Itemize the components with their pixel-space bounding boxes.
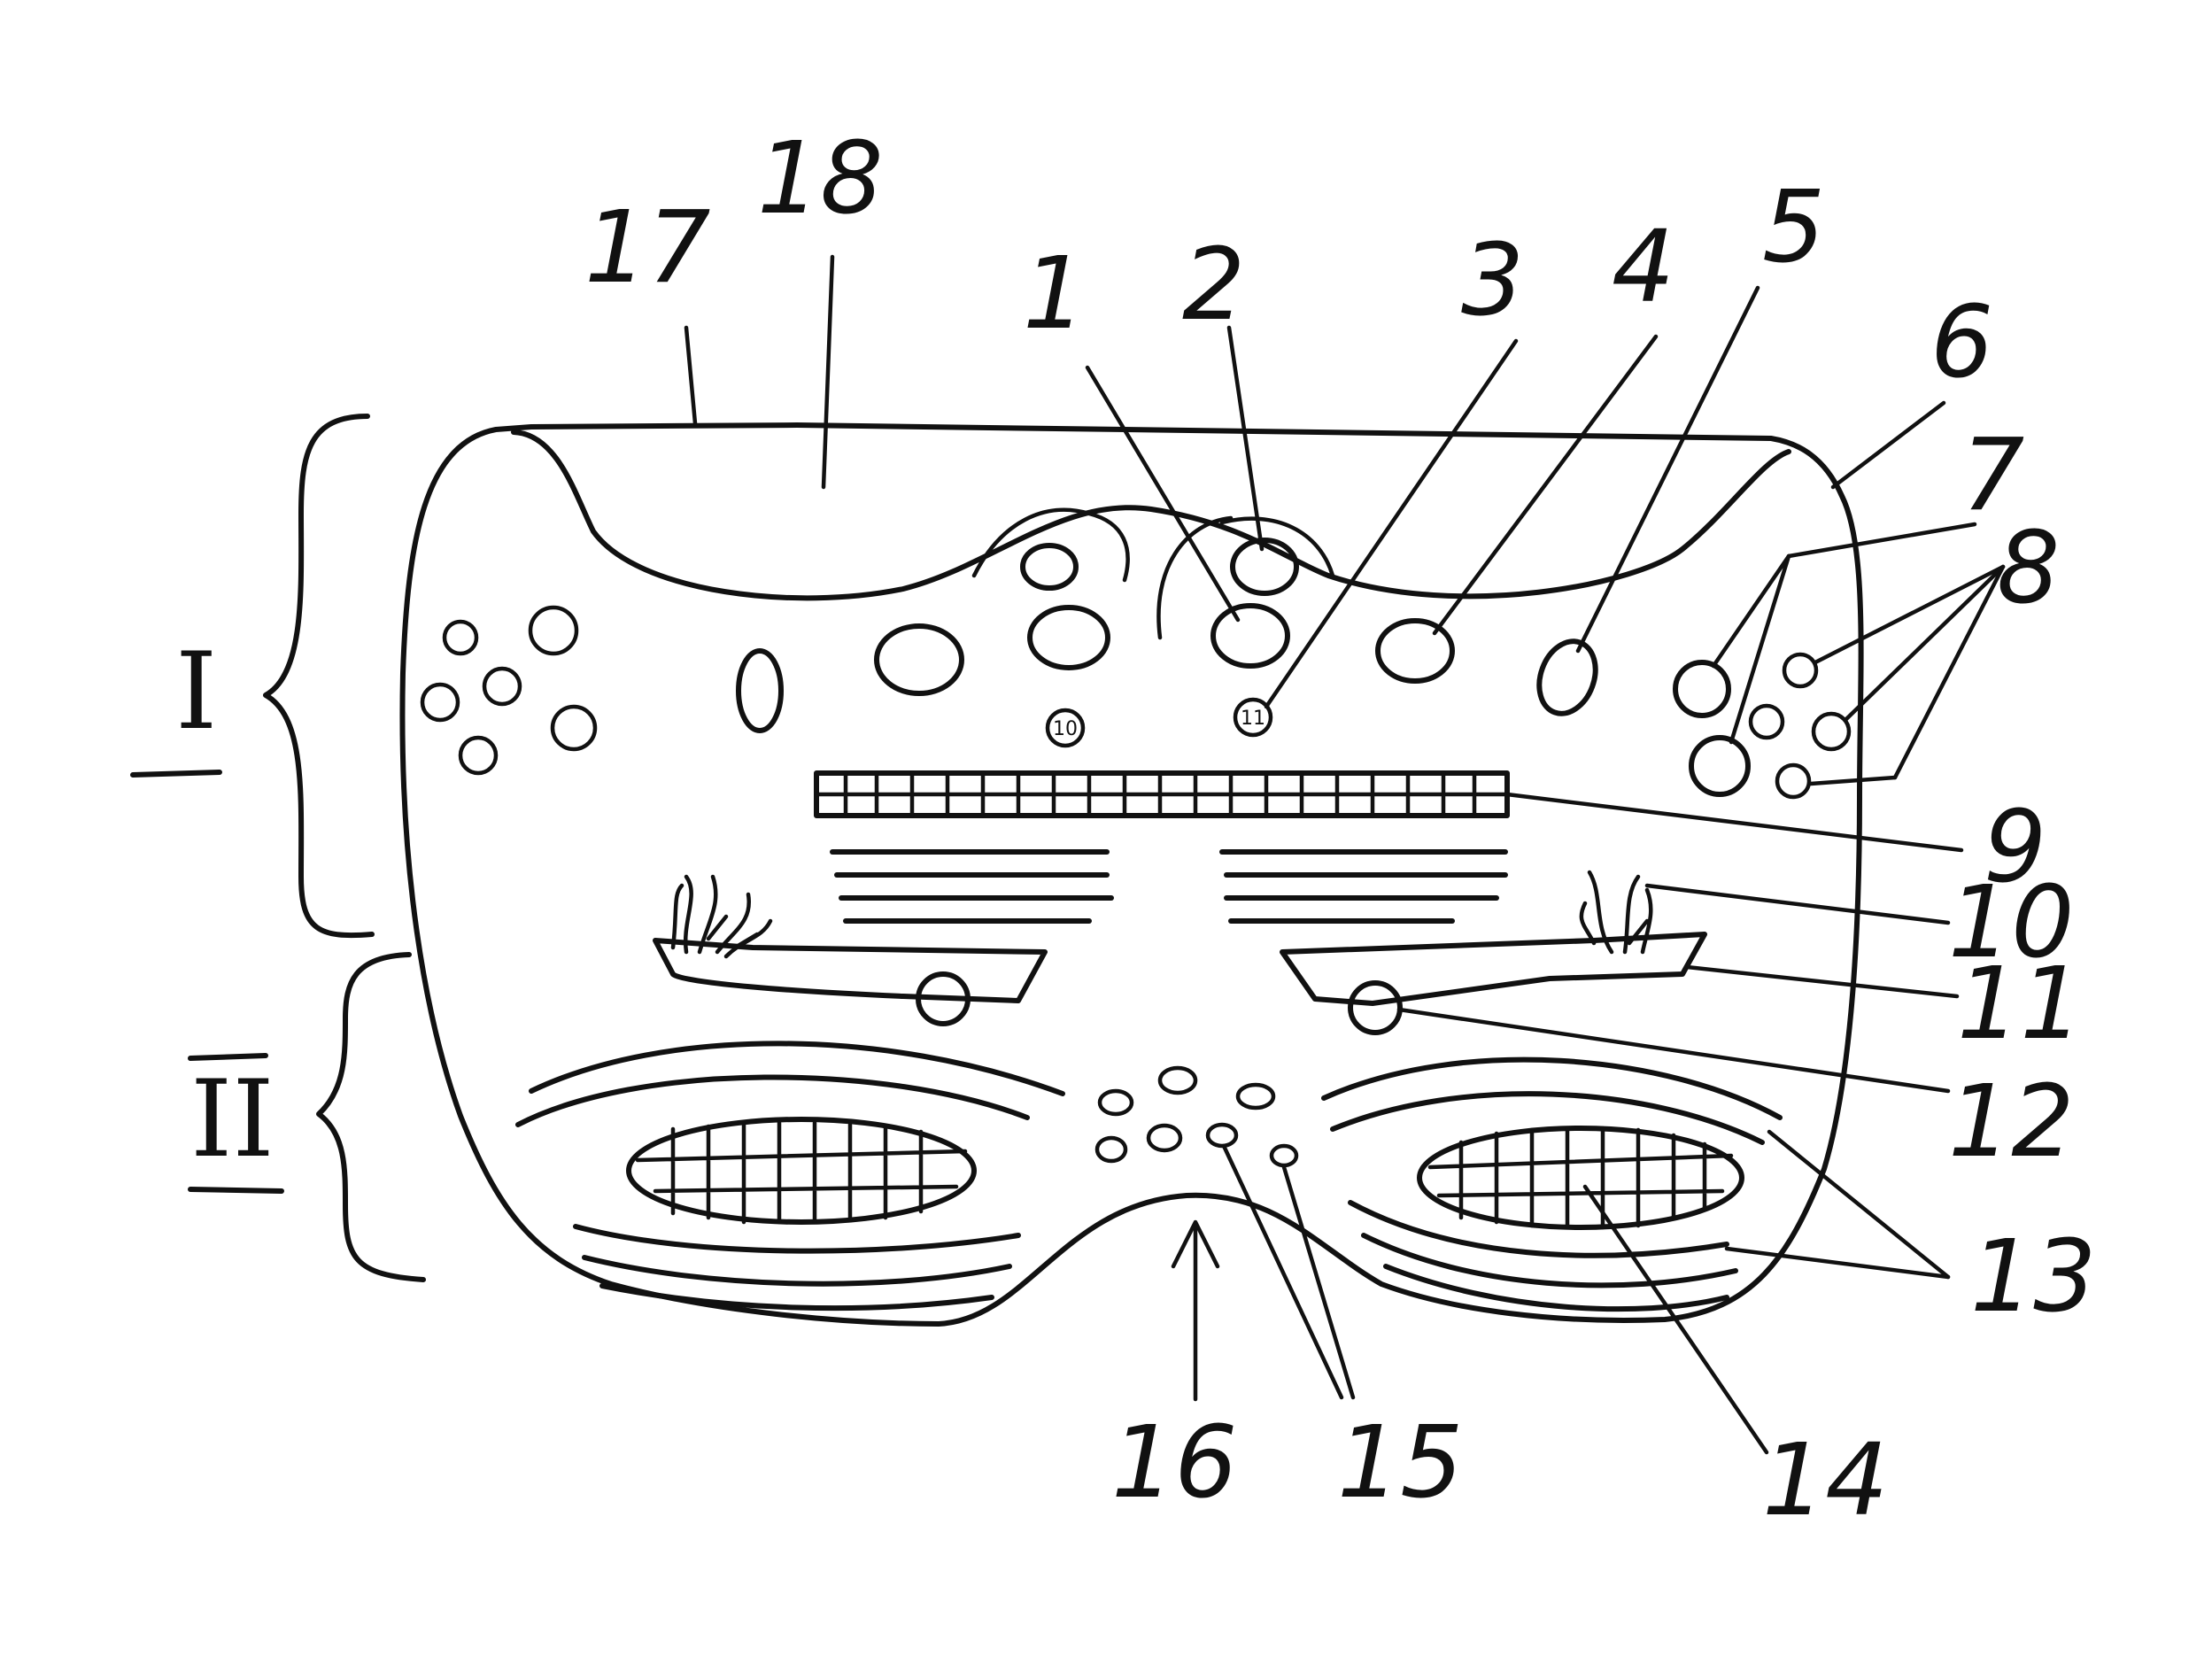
small-mark-left: 10 — [1053, 718, 1078, 740]
number-labels: 17 18 1 2 3 4 5 6 7 8 9 10 11 12 13 14 1… — [584, 121, 2097, 1538]
pontine-hatch-right — [1427, 1126, 1734, 1230]
tray-left — [653, 938, 1048, 1003]
medial-lemniscus-band — [814, 770, 1510, 818]
tuft-right — [1579, 870, 1653, 955]
label-13: 13 — [1970, 1219, 2097, 1335]
nucleus-7-upper — [1673, 660, 1731, 718]
arc-left-4 — [582, 1255, 1012, 1287]
nucleus-2 — [1230, 538, 1299, 596]
label-14: 14 — [1762, 1423, 1889, 1538]
arc-right-5 — [1383, 1264, 1729, 1312]
nucleus-8-a — [1782, 652, 1819, 689]
ventricle-boundary — [511, 429, 1791, 601]
label-16: 16 — [1111, 1405, 1238, 1521]
nucleus-5 — [1536, 638, 1598, 716]
arc-right-3 — [1348, 1200, 1729, 1258]
label-5: 5 — [1762, 170, 1825, 285]
tuft-left — [670, 874, 773, 959]
arc-right-4 — [1361, 1233, 1738, 1288]
label-7: 7 — [1961, 418, 2024, 533]
small-nucleus-10 — [1045, 708, 1086, 748]
arc-left-5 — [599, 1283, 994, 1312]
small-mark-right: 11 — [1241, 708, 1265, 730]
nucleus-dot — [458, 735, 499, 776]
outline-body — [399, 422, 1864, 1327]
section-overline-lower — [188, 1053, 268, 1061]
label-9: 9 — [1984, 790, 2046, 905]
band-ticks — [843, 770, 1477, 818]
label-6: 6 — [1930, 285, 1993, 400]
arc-left-3 — [573, 1224, 1021, 1254]
nucleus-7-lower — [1689, 735, 1751, 797]
node-left — [916, 971, 971, 1026]
pontine-ellipse-left — [626, 1117, 977, 1225]
node-right — [1348, 980, 1403, 1035]
brace-upper — [263, 414, 375, 939]
brace-lower — [316, 952, 426, 1282]
central-small-ovals — [1094, 1065, 1299, 1168]
label-15: 15 — [1337, 1405, 1464, 1521]
label-18: 18 — [757, 121, 884, 236]
arch-center-left — [1156, 515, 1234, 640]
fiber-lines-left — [830, 849, 1114, 924]
nucleus-4 — [1375, 618, 1455, 684]
label-10: 10 — [1948, 865, 2075, 980]
label-1: 1 — [1023, 236, 1086, 352]
nucleus-small-upper — [1020, 543, 1079, 591]
arc-right-2 — [1330, 1091, 1765, 1145]
nucleus-dot — [482, 666, 522, 707]
arch-center-right — [1219, 516, 1335, 578]
arc-left-2 — [515, 1074, 1030, 1127]
nucleus-dot — [550, 704, 598, 752]
nucleus-oval-left — [736, 648, 784, 733]
nucleus-dot — [528, 605, 579, 656]
arc-left-1 — [529, 1041, 1065, 1096]
nucleus-dot — [420, 682, 460, 723]
right-nucleus-cluster — [1673, 652, 1852, 800]
tray-right — [1280, 932, 1707, 1006]
section-underline-upper — [130, 770, 222, 778]
fiber-lines-right — [1219, 849, 1508, 924]
nucleus-8-d — [1775, 762, 1812, 800]
left-nucleus-cluster — [420, 605, 598, 776]
label-4: 4 — [1612, 210, 1674, 325]
section-label-upper: I — [175, 631, 217, 754]
label-17: 17 — [584, 190, 711, 306]
leader-lines — [684, 254, 2006, 1455]
nucleus-3 — [1233, 697, 1273, 738]
label-12: 12 — [1948, 1064, 2075, 1180]
nucleus-1 — [1210, 603, 1290, 669]
label-3: 3 — [1461, 223, 1524, 338]
pontine-hatch-left — [635, 1120, 968, 1225]
nucleus-8-c — [1811, 711, 1852, 752]
section-label-lower: II — [190, 1058, 275, 1181]
label-11: 11 — [1957, 947, 2084, 1062]
section-underline-lower — [188, 1187, 284, 1194]
arch-left — [971, 507, 1130, 583]
pontine-ellipse-right — [1417, 1126, 1744, 1230]
nucleus-dot — [442, 619, 479, 656]
arc-right-1 — [1321, 1056, 1783, 1120]
nucleus-8-b — [1748, 703, 1785, 740]
label-2: 2 — [1182, 228, 1245, 343]
nucleus-round-left — [874, 623, 964, 696]
label-8: 8 — [1997, 511, 2060, 626]
nucleus-round-center-left — [1027, 605, 1110, 670]
